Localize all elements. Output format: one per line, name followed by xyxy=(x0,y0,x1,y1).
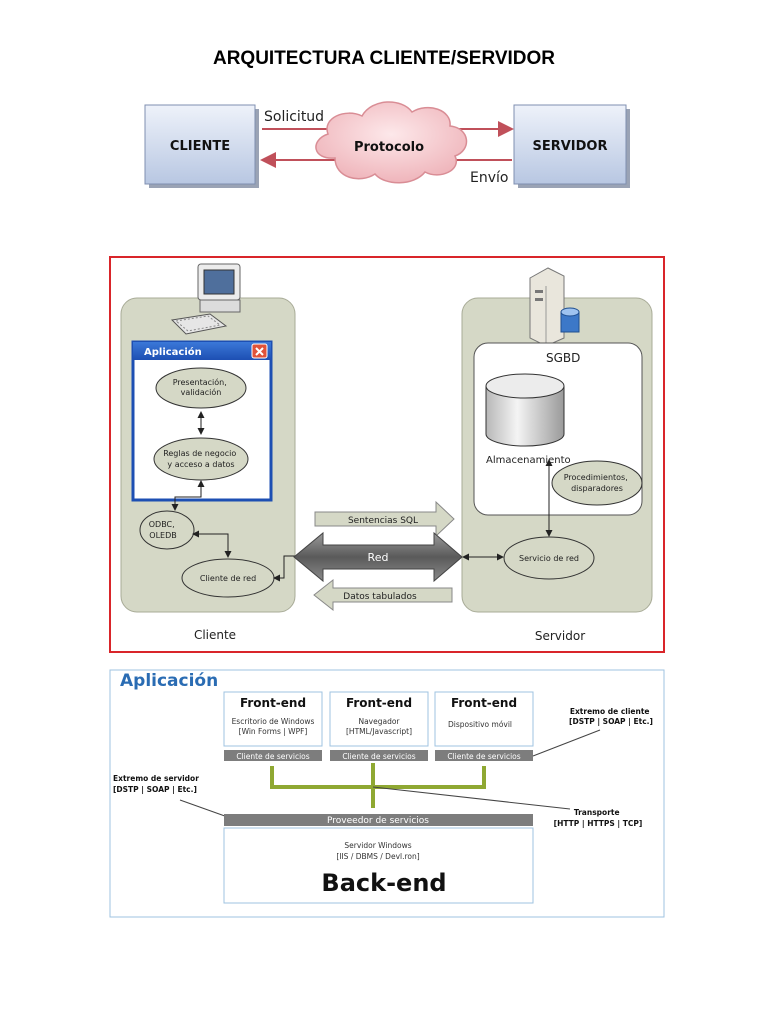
frontend-mobile-client-bar xyxy=(435,750,533,761)
bottom-diagram: Aplicación Front-end Escritorio de Windo… xyxy=(109,669,665,918)
service-provider-label: Proveedor de servicios xyxy=(327,816,429,826)
frontend-browser-line2: [HTML/Javascript] xyxy=(346,727,412,736)
client-box xyxy=(144,104,256,185)
presentation-label: Presentación, validación xyxy=(173,377,230,397)
sql-arrow xyxy=(314,500,455,538)
net-service-label: Servicio de red xyxy=(519,554,579,563)
client-caption: Cliente xyxy=(194,628,236,642)
frontend-browser-client-label: Cliente de servicios xyxy=(342,752,415,761)
data-arrow xyxy=(313,578,453,612)
net-client-link xyxy=(273,555,295,582)
top-diagram: CLIENTE SERVIDOR Protocolo Solicitud Env… xyxy=(144,101,630,188)
procedures-node xyxy=(551,460,643,506)
transport-pointer xyxy=(372,786,571,810)
frontend-desktop-title: Front-end xyxy=(240,696,306,710)
transport-connector xyxy=(270,763,486,808)
frontend-desktop-client-bar xyxy=(224,750,322,761)
frontend-desktop-client-label: Cliente de servicios xyxy=(236,752,309,761)
network-arrow xyxy=(293,531,463,583)
sgbd-label: SGBD xyxy=(546,351,580,365)
odbc-net-link xyxy=(192,530,232,558)
backend-line1: Servidor Windows xyxy=(344,841,411,850)
backend-line2: [IIS / DBMS / Devl.ron] xyxy=(336,852,419,861)
response-label: Envío xyxy=(470,170,508,186)
odbc-node xyxy=(139,510,195,550)
transport-label: Transporte [HTTP | HTTPS | TCP] xyxy=(554,808,643,829)
frontend-browser-client-bar xyxy=(330,750,428,761)
frontend-mobile-line1: Dispositivo móvil xyxy=(448,720,512,729)
server-end-label: Extremo de servidor [DSTP | SOAP | Etc.] xyxy=(113,774,202,795)
storage-label: Almacenamiento xyxy=(486,455,571,466)
frontend-desktop-line2: [Win Forms | WPF] xyxy=(239,727,308,736)
server-icon xyxy=(529,267,580,347)
business-label: Reglas de negocio y acceso a datos xyxy=(163,449,239,469)
protocol-label: Protocolo xyxy=(354,140,424,155)
app-heading: Aplicación xyxy=(120,671,218,691)
client-label: CLIENTE xyxy=(170,139,230,154)
client-end-label: Extremo de cliente [DSTP | SOAP | Etc.] xyxy=(569,707,653,727)
client-end-pointer xyxy=(532,729,601,757)
server-caption: Servidor xyxy=(535,629,585,643)
presentation-node xyxy=(155,367,247,409)
middle-diagram: Aplicación Presentación, validación Regl… xyxy=(109,256,665,653)
network-arrow-label: Red xyxy=(368,551,389,564)
backend-box xyxy=(223,827,534,904)
net-service-node xyxy=(503,536,595,580)
business-node xyxy=(153,437,249,481)
server-box xyxy=(513,104,627,185)
frontend-desktop-box xyxy=(223,691,323,747)
frontend-desktop-line1: Escritorio de Windows xyxy=(232,717,315,726)
computer-icon xyxy=(170,263,241,335)
net-client-label: Cliente de red xyxy=(200,574,256,583)
data-arrow-label: Datos tabulados xyxy=(343,592,417,602)
frontend-mobile-box xyxy=(434,691,534,747)
service-provider-bar xyxy=(224,814,533,826)
protocol-cloud xyxy=(315,101,468,184)
procedures-label: Procedimientos, disparadores xyxy=(564,473,631,493)
odbc-label: ODBC, OLEDB xyxy=(149,520,177,540)
app-window-title: Aplicación xyxy=(144,346,202,358)
server-label: SERVIDOR xyxy=(532,139,607,154)
page-title: ARQUITECTURA CLIENTE/SERVIDOR xyxy=(212,48,556,69)
backend-title: Back-end xyxy=(321,869,446,897)
sql-arrow-label: Sentencias SQL xyxy=(348,516,418,526)
frontend-browser-box xyxy=(329,691,429,747)
frontend-browser-title: Front-end xyxy=(346,696,412,710)
frontend-mobile-title: Front-end xyxy=(451,696,517,710)
business-odbc-link xyxy=(171,480,205,511)
frontend-mobile-client-label: Cliente de servicios xyxy=(447,752,520,761)
request-label: Solicitud xyxy=(264,109,324,125)
frontend-browser-line1: Navegador xyxy=(358,717,400,726)
storage-cylinder-icon xyxy=(485,373,565,447)
